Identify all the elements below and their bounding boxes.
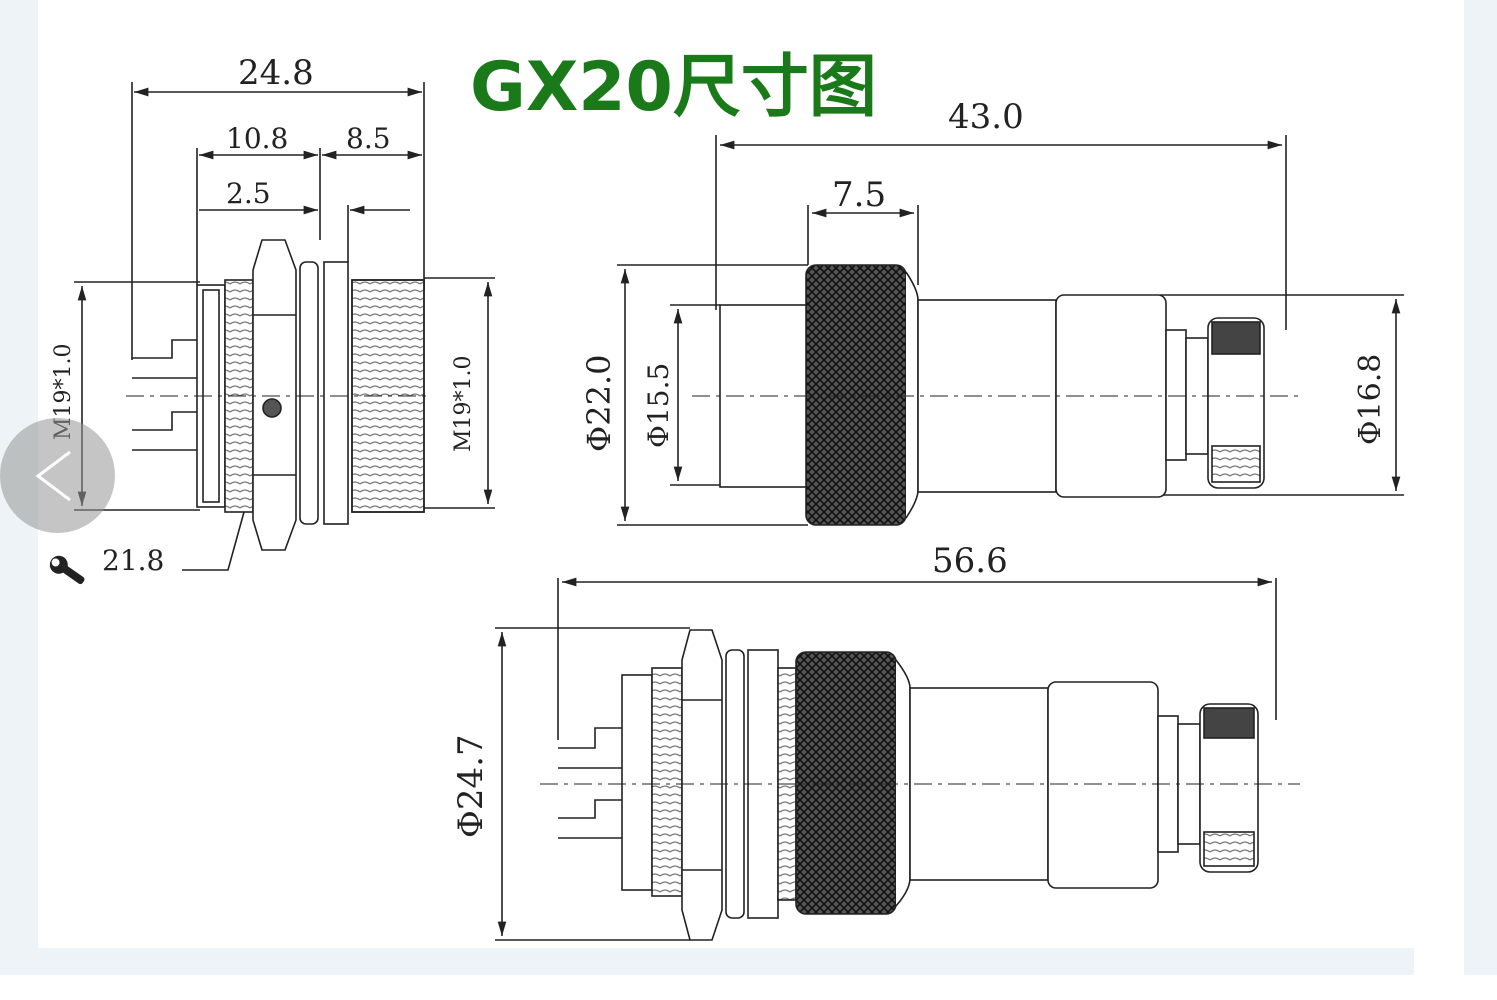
bottom-margin xyxy=(0,975,1497,1000)
dim-assembled-diameter: Φ24.7 xyxy=(451,734,491,838)
dim-thread-right: M19*1.0 xyxy=(451,355,476,452)
dim-body-length: 10.8 xyxy=(226,122,288,155)
assembled-view xyxy=(495,577,1300,941)
dim-wrench-size: 21.8 xyxy=(102,544,164,577)
dim-flange-thickness: 2.5 xyxy=(226,177,271,210)
chevron-left-icon xyxy=(35,450,71,502)
drawing-title: GX20尺寸图 xyxy=(470,48,877,127)
dim-nut-length: 7.5 xyxy=(832,175,886,215)
right-margin xyxy=(1414,0,1464,975)
dim-thread-length: 8.5 xyxy=(346,122,391,155)
dim-plug-length: 43.0 xyxy=(948,97,1024,137)
dim-nut-diameter: Φ22.0 xyxy=(580,355,618,452)
wrench-icon xyxy=(49,555,85,585)
dim-total-length: 24.8 xyxy=(238,53,314,93)
plug-view xyxy=(617,135,1404,526)
dim-tail-diameter: Φ16.8 xyxy=(1353,354,1388,445)
dim-assembled-length: 56.6 xyxy=(932,541,1008,581)
panel-mount-view xyxy=(74,82,495,571)
previous-image-button[interactable] xyxy=(0,418,115,533)
dim-sleeve-diameter: Φ15.5 xyxy=(642,363,675,448)
